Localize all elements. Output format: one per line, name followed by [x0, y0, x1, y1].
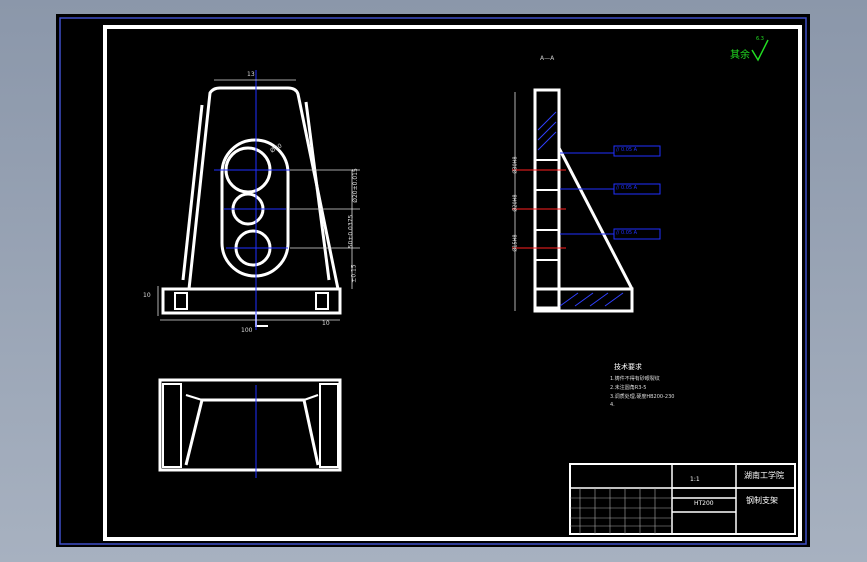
- outer-border: [59, 17, 807, 545]
- section-rib: [557, 147, 634, 290]
- section-view: [533, 88, 634, 313]
- title-part-name: 钢制支架: [746, 496, 778, 505]
- section-dim-2: Ø20H8: [512, 194, 519, 212]
- front-left-inner: [181, 104, 204, 281]
- roughness-symbol-icon: [751, 39, 769, 62]
- plan-left-lug: [162, 383, 182, 468]
- section-cut-lines: [512, 169, 566, 249]
- section-label: A—A: [540, 55, 555, 62]
- roughness-note: 其余: [730, 50, 750, 61]
- dim-top-width: 13: [247, 71, 255, 78]
- title-material: HT200: [694, 500, 714, 507]
- title-block: [569, 463, 796, 535]
- plan-inner-trapezoid: [184, 398, 320, 466]
- section-dim-3: Ø15H8: [512, 234, 519, 252]
- section-dim-1: Ø30H8: [512, 156, 519, 174]
- plan-outline: [158, 378, 342, 472]
- feature-frame-3: // 0.05 A: [616, 230, 638, 236]
- section-column: [533, 88, 561, 310]
- section-hatch: [537, 111, 624, 307]
- section-base: [533, 287, 634, 313]
- notes-title: 技术要求: [614, 363, 642, 371]
- tolerance-3: ±0.15: [350, 264, 358, 283]
- feature-frame-1: // 0.05 A: [616, 147, 638, 153]
- title-scale: 1:1: [690, 476, 700, 483]
- note-line-1: 1.铸件不得有砂眼裂纹: [610, 376, 660, 382]
- front-right-inner: [304, 101, 331, 281]
- dim-right-small: 10: [322, 320, 330, 327]
- dim-base-width: 100: [241, 327, 253, 334]
- title-block-grid: [570, 488, 672, 534]
- front-view: [161, 86, 342, 327]
- front-centerlines: [214, 70, 290, 330]
- feature-frame-2: // 0.05 A: [616, 185, 638, 191]
- front-dimensions: [157, 79, 360, 321]
- inner-border: [103, 25, 802, 541]
- dim-left-height: 10: [143, 292, 151, 299]
- tolerance-1: Ø20±0.015: [351, 168, 359, 203]
- title-company: 湖南工学院: [744, 471, 784, 480]
- tolerance-2: 50±0.0375: [347, 214, 355, 249]
- front-body-outline: [187, 86, 340, 290]
- note-line-3: 3.调质处理,硬度HB200-230: [610, 394, 675, 400]
- front-base-notch: [255, 313, 268, 327]
- plan-view: [158, 378, 342, 472]
- plan-right-lug: [319, 383, 339, 468]
- note-line-2: 2.未注圆角R3-5: [610, 385, 647, 391]
- section-leaders: [560, 145, 661, 240]
- note-line-4: 4.: [610, 402, 615, 408]
- roughness-value: 6.3: [756, 36, 764, 42]
- front-base: [161, 287, 342, 315]
- front-boss-slot: [220, 138, 290, 278]
- front-base-pad-right: [315, 292, 329, 310]
- front-base-pad-left: [174, 292, 188, 310]
